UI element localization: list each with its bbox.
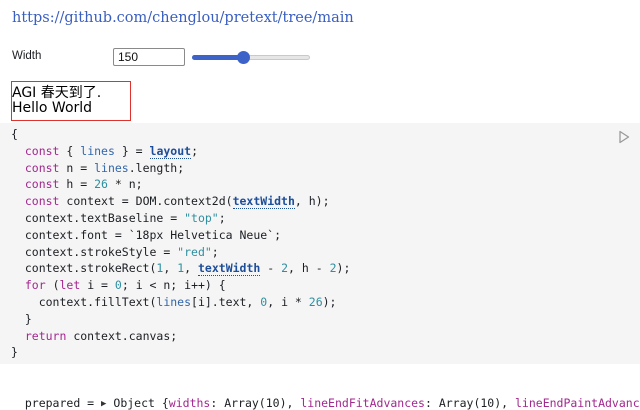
github-link[interactable]: https://github.com/chenglou/pretext/tree…: [12, 10, 354, 26]
code-token: context.strokeStyle =: [11, 244, 178, 259]
code-token: }: [11, 345, 18, 360]
code-line: const n = lines.length;: [11, 160, 350, 177]
code-token: const: [24, 160, 60, 175]
output-text: : Array(10),: [424, 396, 515, 410]
code-token: 1: [156, 261, 164, 276]
code-token: [11, 144, 25, 158]
code-token: (: [45, 278, 60, 293]
code-token: * n;: [107, 177, 143, 192]
run-icon[interactable]: [618, 130, 630, 144]
output-type[interactable]: Object: [113, 396, 155, 410]
code-token: context.fillText(: [11, 294, 157, 309]
code-token: [i].text,: [191, 294, 261, 309]
code-token: lines: [156, 294, 192, 309]
code-token: } =: [114, 143, 150, 158]
code-token: lines: [94, 160, 129, 175]
canvas-text-line: Hello World: [12, 100, 93, 116]
code-line: for (let i = 0; i < n; i++) {: [11, 277, 350, 294]
code-token: "top": [184, 210, 219, 225]
code-token: -: [260, 261, 282, 276]
code-token: for: [24, 278, 46, 293]
code-token: ; i < n; i++) {: [121, 278, 226, 293]
code-token: ,: [184, 261, 198, 276]
code-reference[interactable]: textWidth: [232, 194, 295, 210]
code-token: , i *: [267, 294, 309, 309]
code-token: );: [336, 261, 351, 276]
canvas-text-line: AGI 春天到了.: [12, 85, 102, 101]
code-line: }: [11, 344, 350, 361]
code-token: }: [11, 311, 32, 326]
code-token: [11, 194, 25, 208]
code-token: return: [24, 328, 67, 343]
code-token: ;: [191, 143, 198, 158]
code-token: [11, 329, 25, 343]
code-token: , h -: [288, 261, 330, 276]
width-label: Width: [12, 50, 42, 62]
code-line: context.textBaseline = "top";: [11, 210, 350, 227]
code-token: h =: [59, 177, 95, 192]
output-property: lineEndPaintAdvances: [515, 396, 640, 410]
code-token: 2: [329, 261, 337, 276]
code-line: const { lines } = layout;: [11, 143, 350, 160]
code-token: {: [59, 143, 81, 158]
width-input[interactable]: [113, 48, 185, 66]
output-property: lineEndFitAdvances: [300, 396, 425, 410]
code-line: context.strokeRect(1, 1, textWidth - 2, …: [11, 260, 350, 277]
code-line: const context = DOM.context2d(textWidth,…: [11, 193, 350, 210]
code-reference[interactable]: textWidth: [198, 261, 261, 277]
output-summary: {widths: Array(10), lineEndFitAdvances: …: [155, 396, 640, 410]
code-line: context.font = `18px Helvetica Neue`;: [11, 227, 350, 244]
code-token: 26: [308, 294, 323, 309]
code-line: context.strokeStyle = "red";: [11, 244, 350, 261]
code-cell[interactable]: { const { lines } = layout; const n = li…: [0, 123, 640, 364]
output-text: {: [154, 396, 169, 410]
code-token: 1: [177, 261, 185, 276]
code-token: 0: [260, 294, 268, 309]
width-slider[interactable]: [192, 51, 310, 65]
canvas-output: AGI 春天到了. Hello World: [11, 81, 131, 121]
code-token: "red": [177, 244, 212, 259]
code-line: }: [11, 311, 350, 328]
code-token: ;: [211, 244, 219, 259]
code-token: const: [24, 194, 60, 209]
code-token: .length;: [128, 160, 185, 175]
code-token: context = DOM.context2d(: [59, 194, 233, 209]
output-variable: prepared: [24, 396, 81, 410]
code-token: context.canvas;: [66, 328, 178, 343]
code-token: ;: [218, 210, 226, 225]
code-token: 0: [114, 278, 122, 293]
code-token: [11, 177, 25, 191]
code-token: let: [59, 278, 81, 293]
code-line: context.fillText(lines[i].text, 0, i * 2…: [11, 294, 350, 311]
code-token: const: [24, 177, 60, 192]
code-token: [11, 161, 25, 175]
code-token: ,: [163, 261, 178, 276]
code-token: context.font = `18px Helvetica Neue`;: [11, 227, 282, 242]
width-control: Width: [12, 46, 312, 68]
code-token: );: [322, 294, 337, 309]
slider-thumb[interactable]: [237, 51, 250, 64]
cell-output: prepared = ▶ Object {widths: Array(10), …: [11, 382, 640, 410]
output-text: : Array(10),: [210, 396, 301, 410]
output-equals: =: [80, 396, 102, 410]
code-token: lines: [80, 143, 115, 158]
code-token: , h);: [294, 194, 330, 209]
code-line: const h = 26 * n;: [11, 176, 350, 193]
slider-fill: [192, 55, 243, 60]
code-token: i =: [80, 278, 115, 293]
code-token: [11, 278, 25, 292]
code-editor[interactable]: { const { lines } = layout; const n = li…: [11, 126, 350, 361]
code-line: return context.canvas;: [11, 328, 350, 345]
code-token: const: [24, 143, 60, 158]
code-token: context.strokeRect(: [11, 261, 157, 276]
output-property: widths: [168, 396, 211, 410]
code-token: n =: [59, 160, 95, 175]
code-token: 2: [281, 261, 289, 276]
code-reference[interactable]: layout: [149, 143, 192, 159]
code-token: 26: [94, 177, 108, 192]
code-token: {: [11, 127, 18, 141]
code-line: {: [11, 126, 350, 143]
code-token: context.textBaseline =: [11, 210, 185, 225]
